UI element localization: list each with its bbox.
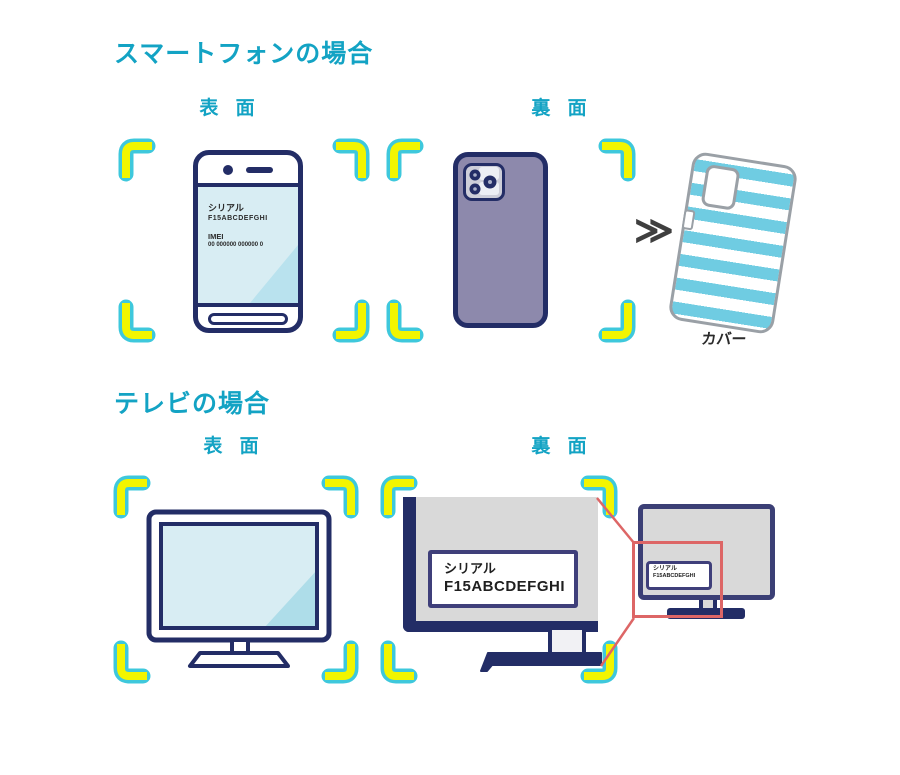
front-camera-icon: [223, 165, 233, 175]
serial-value: F15ABCDEFGHI: [208, 215, 268, 222]
inset-serial-sticker: シリアル F15ABCDEFGHI: [646, 561, 712, 590]
camera-module-icon: [463, 163, 505, 201]
tv-stand-base-icon: [480, 652, 602, 672]
smartphone-back-icon: [453, 152, 548, 328]
inset-stand-base: [667, 608, 745, 619]
screen-serial-text: シリアル F15ABCDEFGHI IMEI 00 000000 000000 …: [208, 203, 268, 249]
screen-reflection: [250, 245, 298, 303]
corner-bracket-icon: [598, 136, 638, 182]
serial-label: シリアル: [208, 203, 244, 213]
corner-bracket-icon: [116, 299, 156, 345]
corner-bracket-icon: [378, 640, 418, 686]
smartphone-screen: シリアル F15ABCDEFGHI IMEI 00 000000 000000 …: [198, 183, 298, 307]
smartphone-section-title: スマートフォンの場合: [114, 40, 374, 68]
tv-front-label: 表 面: [203, 436, 265, 457]
serial-value: F15ABCDEFGHI: [653, 573, 696, 579]
inset-stand-neck: [699, 600, 717, 609]
smartphone-back-label: 裏 面: [531, 98, 593, 119]
highlight-box: [632, 541, 723, 618]
serial-label: シリアル: [653, 566, 677, 572]
corner-bracket-icon: [598, 299, 638, 345]
corner-bracket-icon: [111, 473, 151, 519]
smartphone-front-icon: シリアル F15ABCDEFGHI IMEI 00 000000 000000 …: [193, 150, 303, 333]
corner-bracket-icon: [116, 136, 156, 182]
cover-caption: カバー: [700, 331, 748, 348]
button-notch: [681, 209, 696, 231]
corner-bracket-icon: [332, 299, 372, 345]
phone-cover-icon: [667, 150, 799, 336]
camera-cutout: [700, 163, 741, 211]
serial-label: シリアル: [444, 561, 496, 576]
imei-label: IMEI: [208, 232, 224, 241]
double-chevron-arrow-icon: ≫: [634, 210, 674, 252]
serial-sticker: シリアル F15ABCDEFGHI: [428, 550, 578, 608]
tv-front-icon: [146, 509, 332, 668]
serial-value: F15ABCDEFGHI: [444, 578, 566, 595]
imei-value: 00 000000 000000 0: [208, 242, 264, 248]
smartphone-front-label: 表 面: [199, 98, 261, 119]
corner-bracket-icon: [384, 299, 424, 345]
camera-lenses-icon: [469, 167, 499, 195]
speaker-icon: [246, 167, 273, 173]
tv-back-label: 裏 面: [531, 436, 593, 457]
corner-bracket-icon: [332, 136, 372, 182]
corner-bracket-icon: [384, 136, 424, 182]
tv-section-title: テレビの場合: [114, 390, 271, 418]
home-button: [208, 313, 288, 325]
corner-bracket-icon: [111, 640, 151, 686]
